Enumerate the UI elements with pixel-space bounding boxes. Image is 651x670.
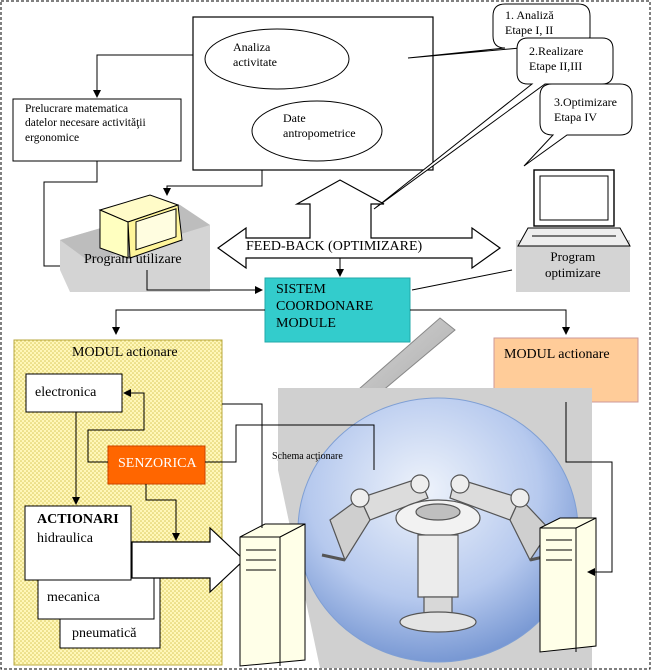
analiza-label: Analiza activitate	[233, 40, 277, 69]
callout-3	[523, 83, 633, 167]
electronica-box	[25, 373, 123, 413]
crt-monitor-icon	[98, 194, 183, 259]
senzorica-label: SENZORICA	[118, 456, 197, 471]
analiza-ellipse	[204, 28, 350, 90]
callout-3-text: 3.Optimizare Etapa IV	[554, 95, 617, 124]
hollow-arrow-to-server	[131, 526, 245, 594]
callout-2-text: 2.Realizare Etape II,III	[529, 44, 584, 73]
laptop-icon	[517, 169, 631, 247]
feedback-label: FEED-BACK (OPTIMIZARE)	[246, 239, 423, 254]
dental-unit-icon	[321, 474, 553, 633]
arrow-utilizare-to-sistem	[146, 270, 263, 294]
sistem-box	[264, 277, 411, 343]
schema-label: Schema acţionare	[272, 451, 343, 462]
callout-1-text: 1. Analiză Etape I, II	[505, 8, 554, 37]
arrow-senzorica-to-electronica	[87, 389, 145, 463]
server-right-icon	[539, 517, 597, 653]
arrow-optimizare-line	[411, 269, 513, 291]
program-optimizare-platform	[516, 240, 630, 292]
mecanica-label: mecanica	[47, 590, 100, 605]
callout-2	[373, 37, 614, 210]
line-modul-left-to-server	[222, 403, 263, 528]
modul-right-label: MODUL actionare	[504, 347, 610, 362]
arrow-modul-right-to-server	[565, 402, 613, 576]
program-utilizare-label: Program utilizare	[84, 252, 182, 267]
prelucrare-box	[12, 98, 182, 162]
hidraulica-label: hidraulica	[37, 531, 93, 546]
arrow-to-modul-left	[112, 309, 265, 335]
date-ellipse	[251, 100, 383, 162]
arrow-to-prelucrare	[93, 54, 193, 98]
line-senzorica-to-schema	[205, 424, 375, 470]
pneumatica-label: pneumatică	[72, 626, 137, 641]
actionari-title: ACTIONARI	[37, 512, 119, 527]
program-optimizare-label: Program optimizare	[545, 249, 601, 281]
actionari-box	[24, 505, 132, 581]
electronica-label: electronica	[35, 385, 97, 400]
modul-left-label: MODUL actionare	[72, 345, 178, 360]
prelucrare-label: Prelucrare matematica datelor necesare a…	[25, 103, 146, 144]
arrow-to-computer	[163, 170, 263, 196]
date-label: Date antropometrice	[283, 111, 356, 140]
feedback-arrows	[216, 179, 502, 270]
sistem-label: SISTEM COORDONARE MODULE	[276, 282, 374, 331]
senzorica-box	[107, 445, 206, 485]
arrow-senzorica-down	[145, 484, 180, 541]
arrow-to-modul-right	[410, 309, 570, 335]
server-left-icon	[239, 523, 306, 667]
arrow-to-program-utilizare	[43, 161, 98, 270]
